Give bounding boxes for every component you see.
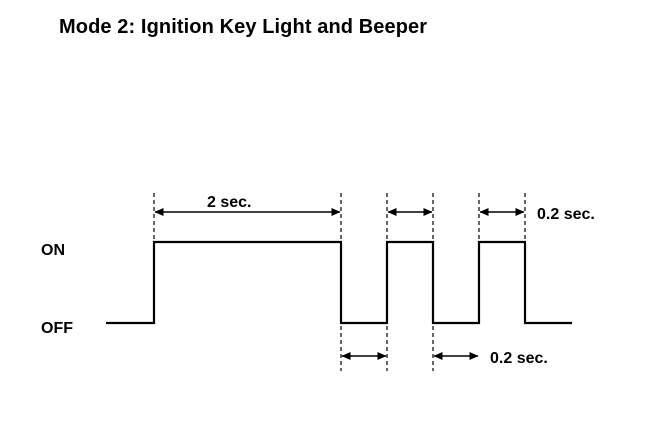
pulse-off-duration-label: 0.2 sec. <box>490 350 548 367</box>
first-on-duration-label: 2 sec. <box>207 194 251 211</box>
pulse-on-duration-label: 0.2 sec. <box>537 206 595 223</box>
diagram-title: Mode 2: Ignition Key Light and Beeper <box>59 16 428 38</box>
signal-waveform <box>106 240 572 325</box>
off-level-label: OFF <box>41 320 73 337</box>
on-level-label: ON <box>41 242 65 259</box>
